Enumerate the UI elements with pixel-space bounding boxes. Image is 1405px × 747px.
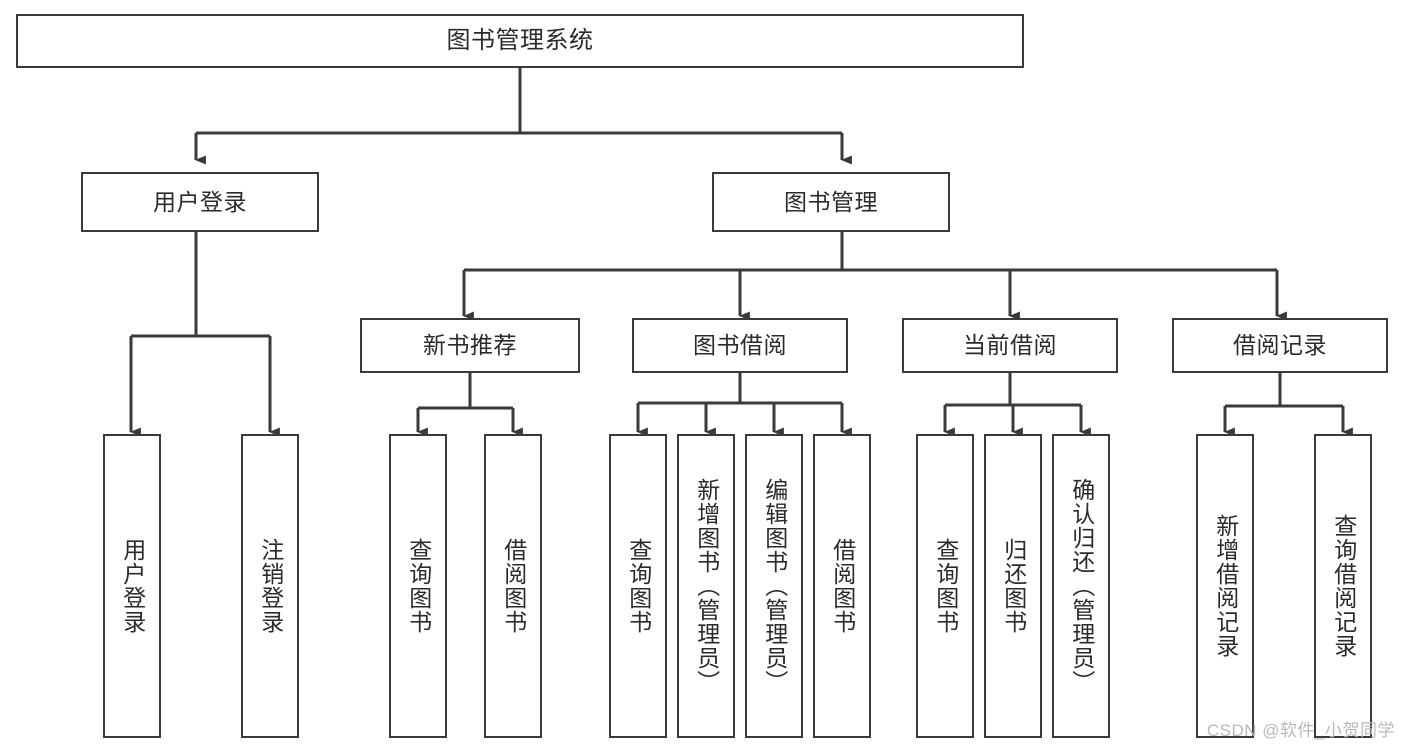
node-label: 查询借阅记录 (1330, 514, 1357, 658)
node-label: 查询图书 (932, 538, 959, 634)
leaf-confirm-return[interactable]: 确认归还（管理员） (1052, 434, 1110, 738)
node-book-borrow[interactable]: 图书借阅 (632, 318, 848, 373)
node-label: 借阅图书 (829, 538, 856, 634)
leaf-query-book-1[interactable]: 查询图书 (389, 434, 447, 738)
node-label: 查询图书 (405, 538, 432, 634)
leaf-user-logout[interactable]: 注销登录 (241, 434, 299, 738)
node-user-login[interactable]: 用户登录 (81, 172, 319, 232)
node-label: 用户登录 (153, 188, 247, 215)
node-label: 编辑图书（管理员） (761, 478, 788, 694)
node-label: 图书借阅 (693, 332, 787, 359)
leaf-borrow-book-1[interactable]: 借阅图书 (484, 434, 542, 738)
leaf-query-record[interactable]: 查询借阅记录 (1314, 434, 1372, 738)
node-label: 新增图书（管理员） (693, 478, 720, 694)
node-label: 借阅记录 (1233, 332, 1327, 359)
node-book-manage[interactable]: 图书管理 (712, 172, 950, 232)
node-label: 借阅图书 (500, 538, 527, 634)
node-label: 注销登录 (257, 538, 284, 634)
leaf-return-book[interactable]: 归还图书 (984, 434, 1042, 738)
node-label: 当前借阅 (963, 332, 1057, 359)
node-label: 用户登录 (119, 538, 146, 634)
node-label: 图书管理系统 (446, 27, 594, 55)
leaf-query-book-3[interactable]: 查询图书 (916, 434, 974, 738)
leaf-query-book-2[interactable]: 查询图书 (609, 434, 667, 738)
node-label: 新增借阅记录 (1212, 514, 1239, 658)
node-new-book-recommend[interactable]: 新书推荐 (360, 318, 580, 373)
node-current-borrow[interactable]: 当前借阅 (902, 318, 1118, 373)
node-label: 图书管理 (784, 188, 878, 215)
node-root-system[interactable]: 图书管理系统 (16, 14, 1024, 68)
watermark-text: CSDN @软件_小贺同学 (1206, 721, 1395, 740)
node-label: 查询图书 (625, 538, 652, 634)
node-borrow-record[interactable]: 借阅记录 (1172, 318, 1388, 373)
leaf-add-book[interactable]: 新增图书（管理员） (677, 434, 735, 738)
leaf-add-record[interactable]: 新增借阅记录 (1196, 434, 1254, 738)
leaf-edit-book[interactable]: 编辑图书（管理员） (745, 434, 803, 738)
leaf-borrow-book-2[interactable]: 借阅图书 (813, 434, 871, 738)
node-label: 归还图书 (1000, 538, 1027, 634)
node-label: 确认归还（管理员） (1068, 478, 1095, 694)
leaf-user-login[interactable]: 用户登录 (103, 434, 161, 738)
node-label: 新书推荐 (423, 332, 517, 359)
